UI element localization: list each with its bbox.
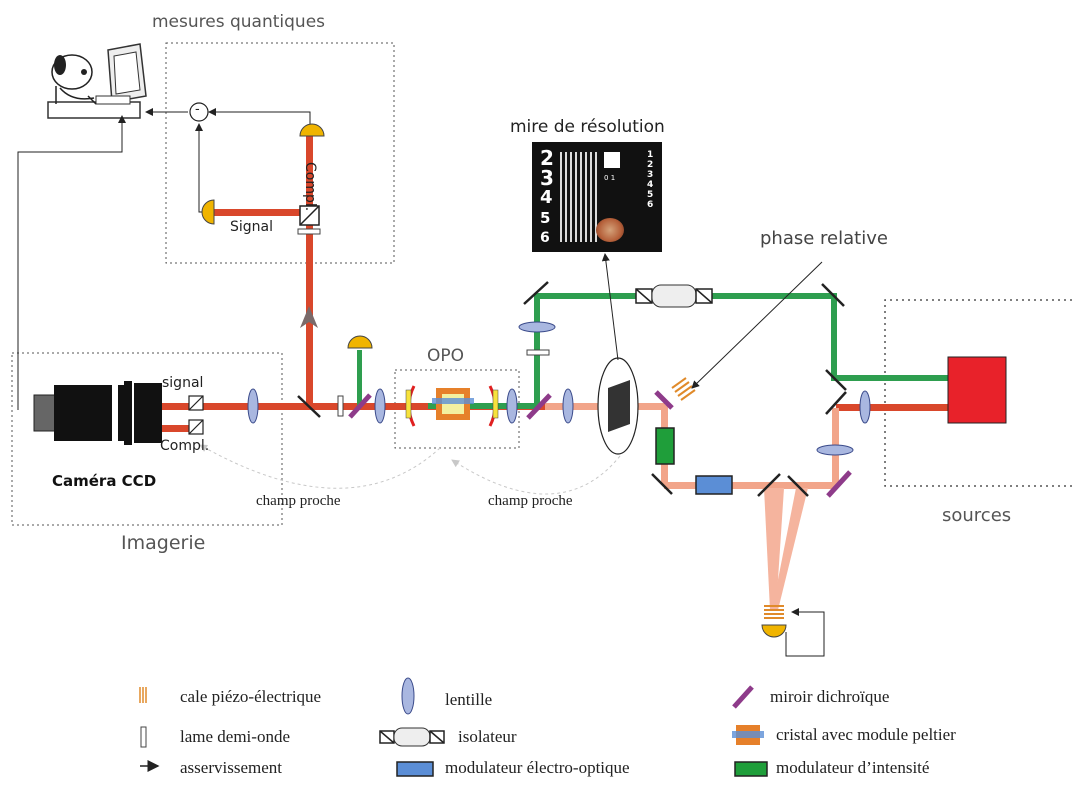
target-pointer [605,254,618,360]
isolator [636,285,712,307]
resolution-target-panel: 2 3 4 5 6 1 2 3 4 5 6 0 1 [532,142,662,252]
target-digit: 2 [540,148,554,168]
target-small-digit: 4 [647,180,653,190]
green-beam-right-down [831,293,837,381]
lens-group [248,322,870,455]
signal-detector-line [199,124,204,212]
target-small-digit: 5 [647,190,653,200]
legend-item-lens: lentille [445,690,492,710]
sources-box-title: sources [942,505,1011,526]
legend-item-half-wave-plate: lame demi-onde [180,727,290,747]
target-digit: 6 [540,228,554,248]
target-small-digit: 3 [647,170,653,180]
red-beam-source [836,404,948,411]
target-small-digit: 1 [647,150,653,160]
target-square [604,152,620,168]
compl-label-quantum: Compl. [302,162,318,211]
green-beam-source [834,375,948,381]
near-field-label-right: champ proche [488,493,573,510]
red-beam-signal [214,209,310,216]
half-wave-plates [298,229,549,416]
target-small-digit: 2 [647,160,653,170]
legend-item-feedback: asservissement [180,758,282,778]
imaging-box-title: Imagerie [121,532,205,554]
target-digit: 3 [540,168,554,188]
camera-to-computer-line [18,116,122,410]
legend-item-isolator: isolateur [458,727,517,747]
resolution-target-label: mire de résolution [510,117,665,137]
dog-mascot-icon [52,55,96,104]
detector-feedback-line [786,612,824,656]
phase-pointer [692,262,822,388]
detectors [202,124,786,637]
legend-item-intensity-modulator: modulateur d’intensité [776,758,929,778]
laser-source [948,357,1006,423]
target-small-digit: 6 [647,200,653,210]
near-field-label-left: champ proche [256,493,341,510]
camera-label: Caméra CCD [52,472,156,490]
camera-beam-splitters [189,396,203,434]
eo-modulator [696,476,732,494]
signal-label-quantum: Signal [230,219,273,235]
ccd-camera [34,381,162,445]
relative-phase-label: phase relative [760,228,888,249]
legend-item-piezo: cale piézo-électrique [180,687,321,707]
near-field-arc-left [200,445,440,488]
subtractor-symbol: - [195,102,200,117]
green-beam-detector [357,350,362,406]
target-inset [608,380,630,432]
compl-detector-line [209,112,310,128]
quantum-measurement-box [166,43,394,263]
piezo-stack [672,378,695,400]
compl-label-camera: Compl. [160,438,209,454]
intensity-modulator [656,428,674,464]
quantum-box-title: mesures quantiques [152,12,325,32]
target-rosette [596,218,624,242]
target-digit: 5 [540,208,554,228]
pink-beam-bottom [664,482,834,489]
near-field-arc-right [452,456,620,494]
legend-item-dichroic-mirror: miroir dichroïque [770,687,889,707]
target-center-digit: 0 [604,174,608,182]
opo-box-title: OPO [427,346,464,366]
target-digit: 4 [540,188,554,208]
legend-item-crystal-peltier: cristal avec module peltier [776,725,956,745]
target-center-digit: 1 [611,174,615,182]
signal-label-camera: signal [162,375,203,391]
target-bars [560,152,600,242]
legend-item-eo-modulator: modulateur électro-optique [445,758,630,778]
